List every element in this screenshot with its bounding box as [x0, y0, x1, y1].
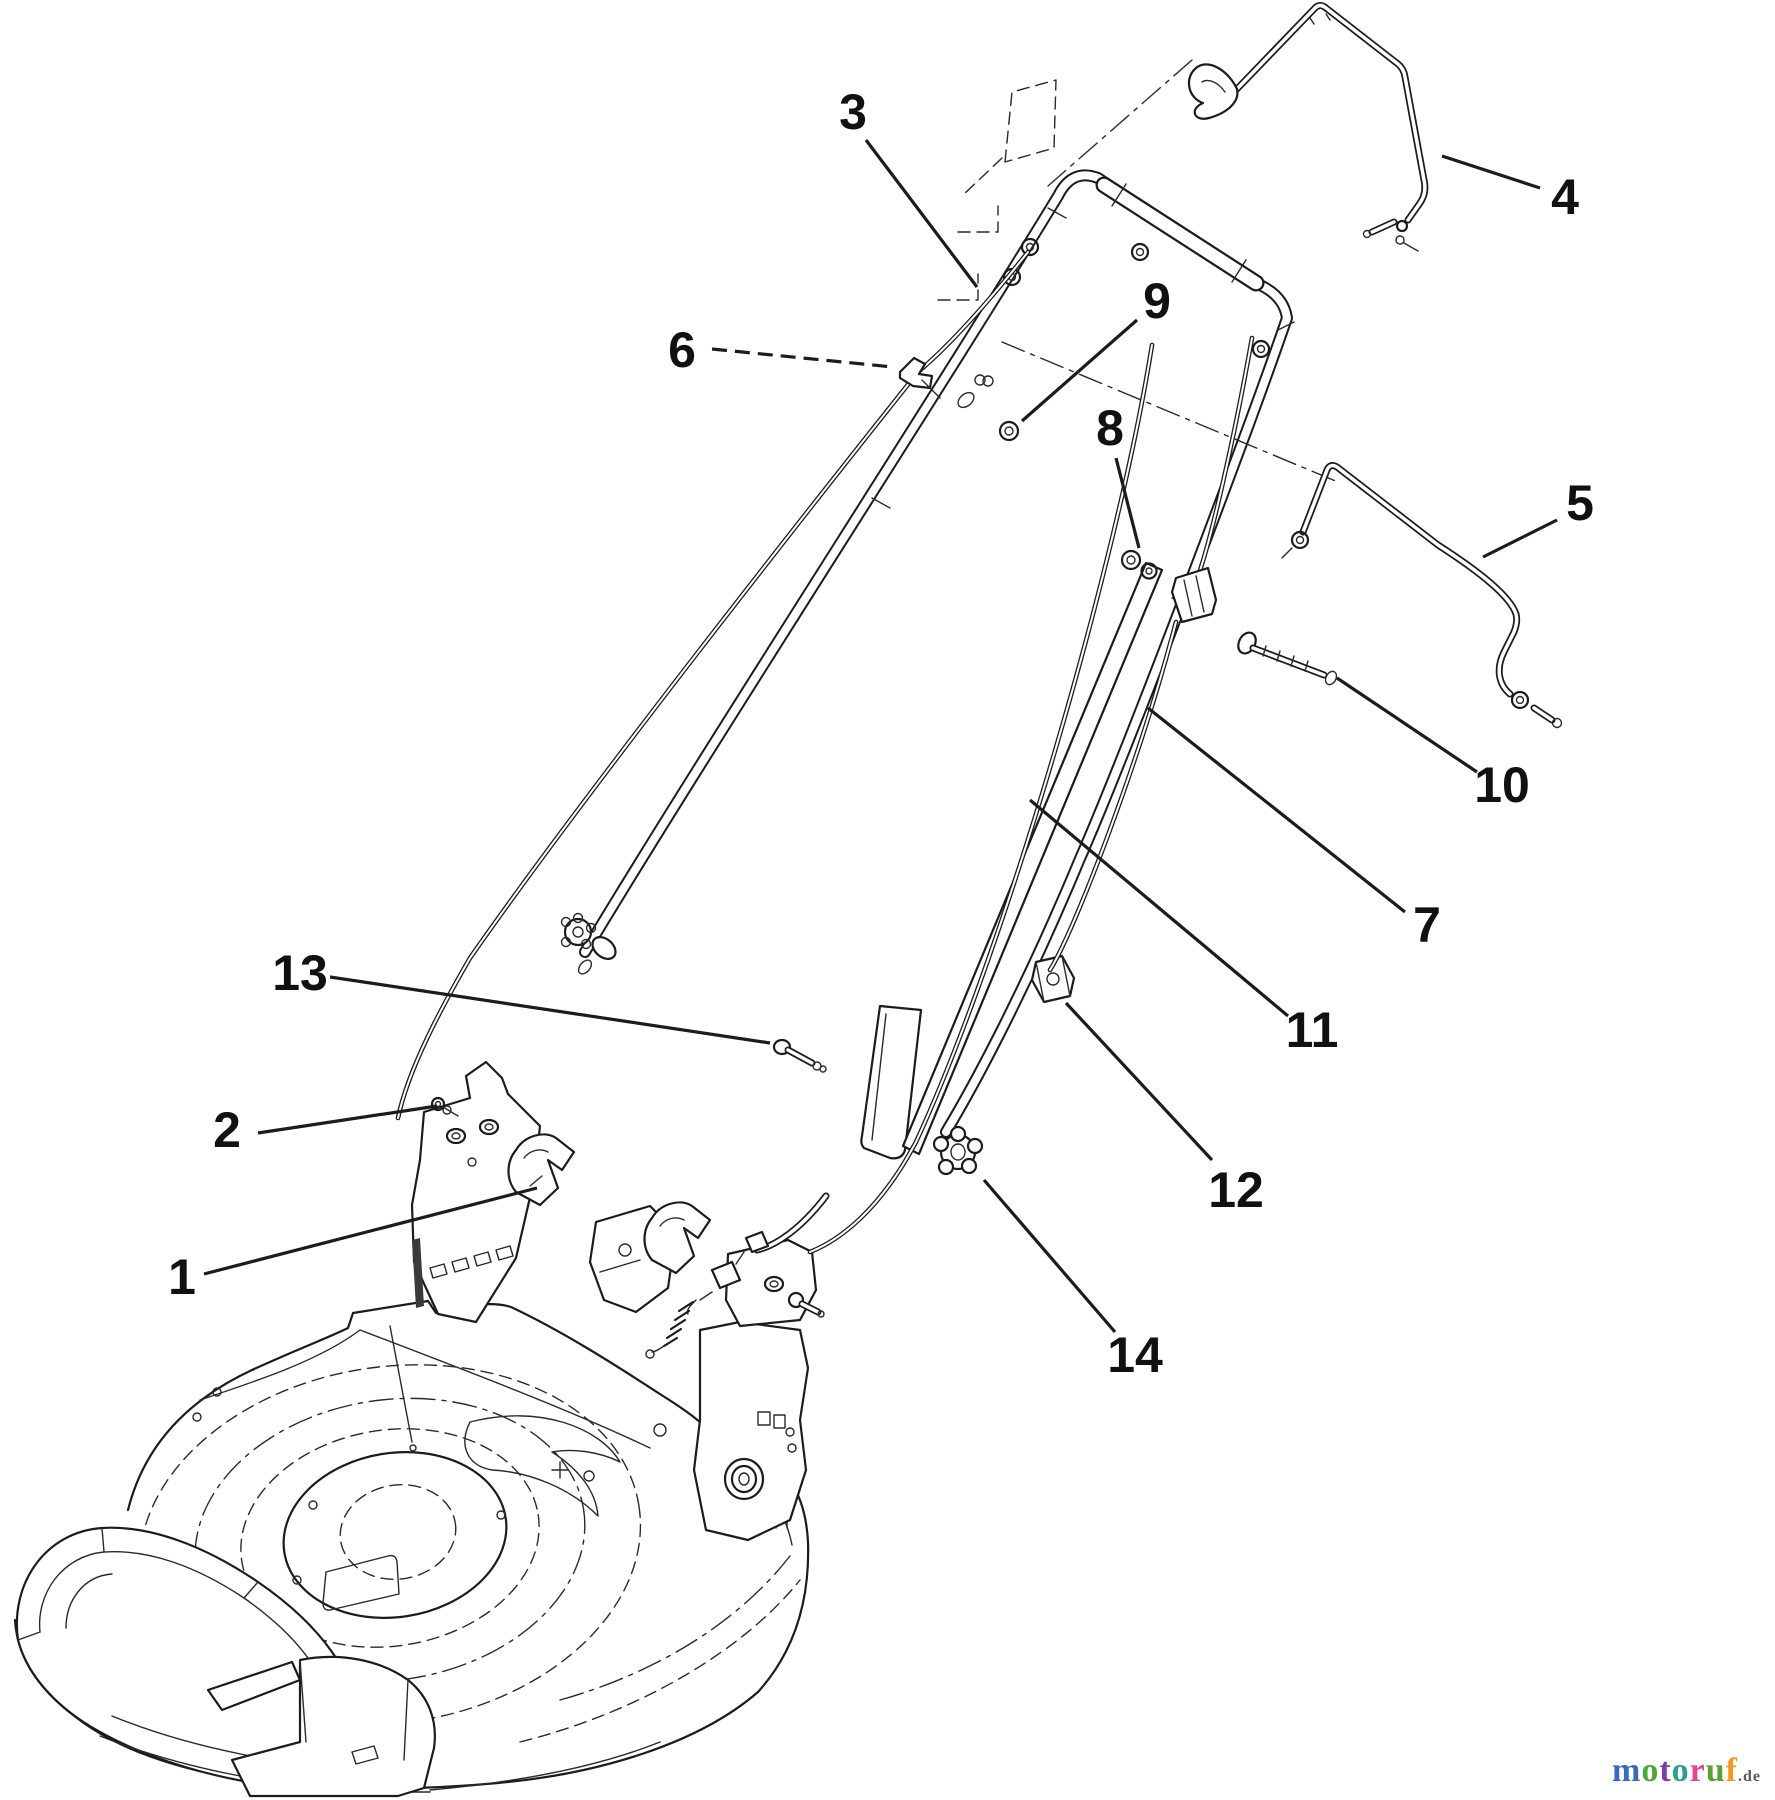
carriage-bolt-13 [772, 1038, 827, 1073]
handle-rod [982, 335, 1255, 973]
bail-end-fitting [1362, 218, 1419, 252]
callout-11: 11 [1286, 1002, 1339, 1058]
cable-left [395, 249, 1031, 1121]
cable-clip-6 [898, 356, 975, 409]
leader-line-11 [1028, 798, 1290, 1018]
callout-7: 7 [1413, 897, 1441, 953]
leader-line-14 [982, 1178, 1117, 1334]
callout-14: 14 [1107, 1327, 1163, 1383]
star-knob [932, 1125, 984, 1176]
pivot-axis-top [1047, 59, 1193, 187]
watermark-letter: m [1612, 1752, 1642, 1789]
deck-top-lip [199, 1329, 651, 1449]
deck-center-hole [409, 1444, 417, 1452]
rod-coupler [1170, 566, 1218, 624]
watermark-letter: r [1689, 1752, 1706, 1789]
callout-5: 5 [1566, 475, 1594, 531]
cable-fittings [699, 1230, 770, 1301]
left-pivot-knob [560, 912, 617, 975]
wheel-hub [723, 1457, 765, 1501]
watermark-logo[interactable]: motoruf.de [1612, 1752, 1761, 1790]
callout-8: 8 [1096, 400, 1124, 456]
cable-bracket-plate [724, 1238, 818, 1328]
callout-1: 1 [168, 1249, 196, 1305]
leader-line-6 [711, 347, 894, 369]
deck-ring-inner [240, 1428, 540, 1648]
callout-2: 2 [213, 1102, 241, 1158]
deck-holes [192, 1298, 667, 1585]
assembly-line [389, 1325, 413, 1443]
pivot-axis-mid [1001, 341, 1339, 483]
leader-line-2 [257, 1104, 438, 1135]
deck-ring-outer [138, 1364, 642, 1726]
deck-label-plate [322, 1554, 400, 1611]
watermark-letter: f [1725, 1752, 1738, 1789]
screw-2 [430, 1096, 459, 1117]
handle-bracket-left [410, 1060, 542, 1324]
rope-guide-clip-left [507, 1133, 576, 1207]
callout-4: 4 [1551, 169, 1579, 225]
upper-handle [579, 59, 1339, 1138]
callout-3: 3 [839, 84, 867, 140]
brake-rod [1281, 462, 1563, 729]
watermark-suffix: .de [1738, 1768, 1761, 1785]
leader-line-5 [1482, 518, 1558, 559]
front-bumper [15, 1526, 431, 1793]
square-nut [1030, 954, 1076, 1004]
leader-line-12 [1064, 1001, 1214, 1162]
callout-12: 12 [1208, 1162, 1264, 1218]
leader-line-3 [864, 139, 979, 288]
nut-9 [982, 375, 1020, 442]
handle-support-bar [860, 1004, 923, 1160]
control-bail [1187, 2, 1429, 252]
discharge-cover [206, 1655, 661, 1798]
ghost-lines [937, 79, 1057, 301]
watermark-letter: u [1705, 1752, 1726, 1789]
leader-line-10 [1336, 676, 1478, 774]
deck-swoosh [464, 1415, 621, 1517]
watermark-letter: o [1671, 1752, 1690, 1789]
deck-skirt-dash2 [519, 1579, 801, 1743]
deck-hub-circle [339, 1484, 457, 1580]
watermark-letter: o [1641, 1752, 1660, 1789]
watermark-word: motoruf [1612, 1752, 1738, 1789]
leader-line-7 [1147, 706, 1406, 914]
watermark-letter: t [1659, 1752, 1672, 1789]
bolt-10 [1237, 631, 1338, 686]
handle-rivets [974, 237, 1271, 386]
callout-13: 13 [272, 945, 328, 1001]
callout-9: 9 [1143, 273, 1171, 329]
rope-guide-clip-right [643, 1201, 712, 1275]
leader-line-9 [1020, 318, 1139, 423]
callout-10: 10 [1474, 757, 1530, 813]
leader-line-4 [1441, 154, 1541, 190]
deck-blade-circle [282, 1451, 508, 1619]
washers-8 [1120, 549, 1158, 580]
bail-grip-loop [1187, 63, 1239, 120]
bail-ticks [1309, 13, 1331, 25]
leader-line-13 [329, 975, 771, 1045]
deck-ring-mid [194, 1397, 586, 1683]
cable-right [645, 342, 1155, 1359]
mount-bolt [787, 1291, 825, 1318]
deck-right-mount [692, 1238, 825, 1542]
leader-line-8 [1114, 457, 1141, 549]
leader-line-1 [203, 1186, 538, 1276]
callout-6: 6 [668, 322, 696, 378]
deck-skirt-dash1 [559, 1555, 791, 1701]
spring [645, 1299, 697, 1359]
